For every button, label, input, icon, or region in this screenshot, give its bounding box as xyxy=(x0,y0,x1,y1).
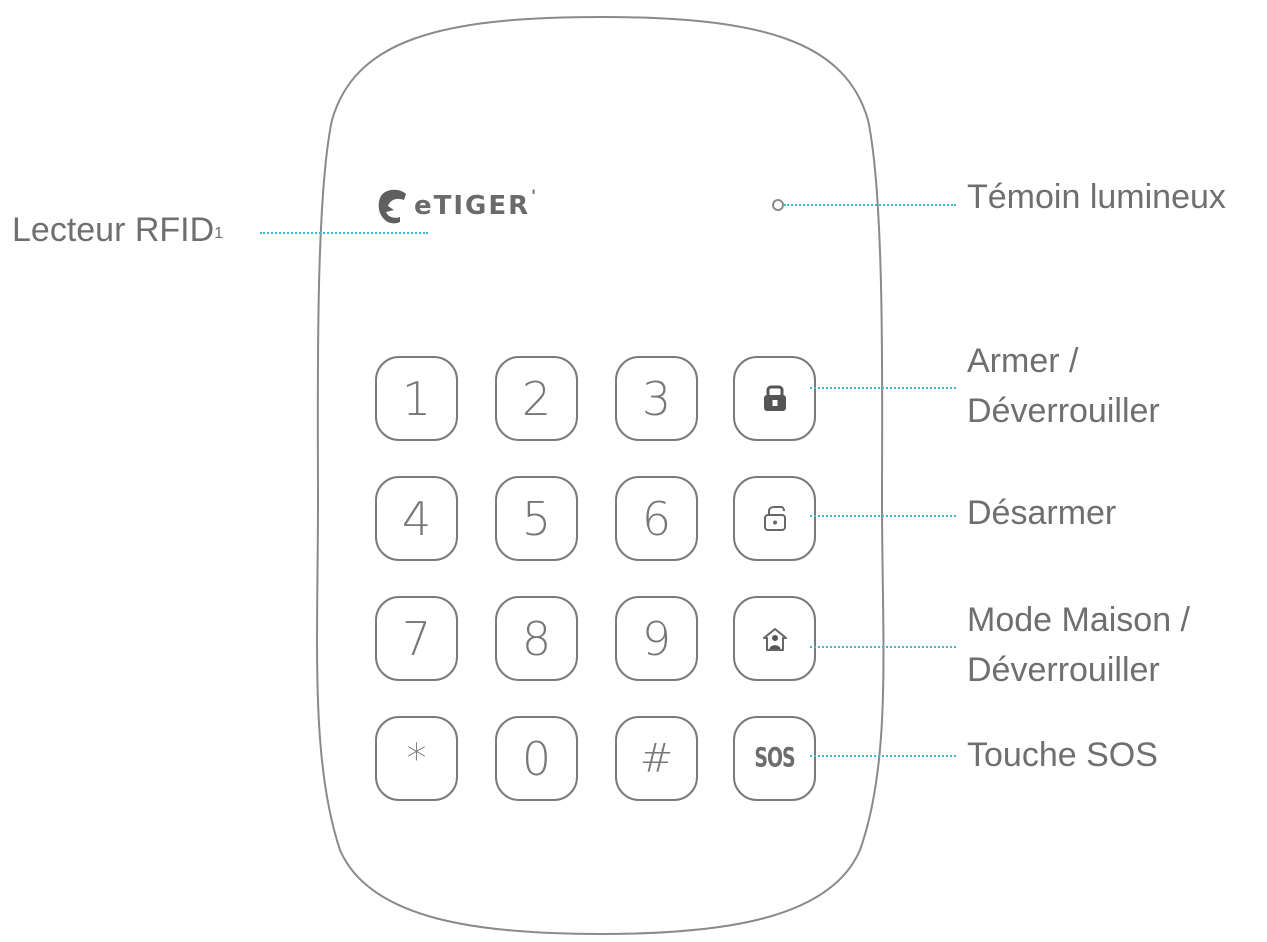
key-6[interactable]: 6 xyxy=(615,476,698,561)
key-label: 9 xyxy=(641,611,672,666)
tiger-head-icon xyxy=(378,189,406,224)
home-leader-line xyxy=(810,646,956,648)
key-star[interactable]: * xyxy=(375,716,458,801)
disarm-key[interactable] xyxy=(733,476,816,561)
key-8[interactable]: 8 xyxy=(495,596,578,681)
rfid-leader-line xyxy=(260,232,428,234)
key-9[interactable]: 9 xyxy=(615,596,698,681)
lock-open-icon xyxy=(763,505,786,531)
key-3[interactable]: 3 xyxy=(615,356,698,441)
key-7[interactable]: 7 xyxy=(375,596,458,681)
key-label: 8 xyxy=(521,611,552,666)
sos-key[interactable]: SOS xyxy=(733,716,816,801)
arm-label-line1: Armer / xyxy=(967,342,1079,380)
home-mode-key[interactable] xyxy=(733,596,816,681)
disarm-leader-line xyxy=(810,515,956,517)
key-label: 7 xyxy=(401,611,432,666)
rfid-reader-label: Lecteur RFID1 xyxy=(12,205,223,255)
key-4[interactable]: 4 xyxy=(375,476,458,561)
key-label: 5 xyxy=(521,491,552,546)
key-label: 6 xyxy=(641,491,672,546)
key-label: 4 xyxy=(401,491,432,546)
led-indicator-label: Témoin lumineux xyxy=(967,178,1226,216)
sos-leader-line xyxy=(810,755,956,757)
lock-closed-icon xyxy=(763,385,786,411)
key-label: 1 xyxy=(401,371,432,426)
led-leader-line xyxy=(784,204,956,206)
arm-label-line2: Déverrouiller xyxy=(967,392,1160,430)
home-person-icon xyxy=(762,627,787,651)
key-1[interactable]: 1 xyxy=(375,356,458,441)
key-label: SOS xyxy=(754,742,795,773)
key-label: 3 xyxy=(641,371,672,426)
brand-name: eTIGER xyxy=(414,191,531,221)
arm-key[interactable] xyxy=(733,356,816,441)
key-hash[interactable]: # xyxy=(615,716,698,801)
home-mode-label: Mode Maison / Déverrouiller xyxy=(967,595,1190,695)
rfid-label-text: Lecteur RFID xyxy=(12,211,215,249)
brand-mark: ' xyxy=(531,186,539,205)
etiger-logo: eTIGER ' xyxy=(376,186,538,226)
home-label-line1: Mode Maison / xyxy=(967,601,1190,639)
sos-label: Touche SOS xyxy=(967,736,1158,774)
key-label: * xyxy=(406,735,427,782)
key-label: 0 xyxy=(521,731,552,786)
arm-label: Armer / Déverrouiller xyxy=(967,336,1160,436)
key-label: # xyxy=(639,735,674,782)
indicator-led xyxy=(772,199,784,211)
home-label-line2: Déverrouiller xyxy=(967,651,1160,689)
key-0[interactable]: 0 xyxy=(495,716,578,801)
arm-leader-line xyxy=(810,387,956,389)
key-label: 2 xyxy=(521,371,552,426)
footnote-marker: 1 xyxy=(214,225,224,242)
disarm-label: Désarmer xyxy=(967,494,1117,532)
key-5[interactable]: 5 xyxy=(495,476,578,561)
key-2[interactable]: 2 xyxy=(495,356,578,441)
